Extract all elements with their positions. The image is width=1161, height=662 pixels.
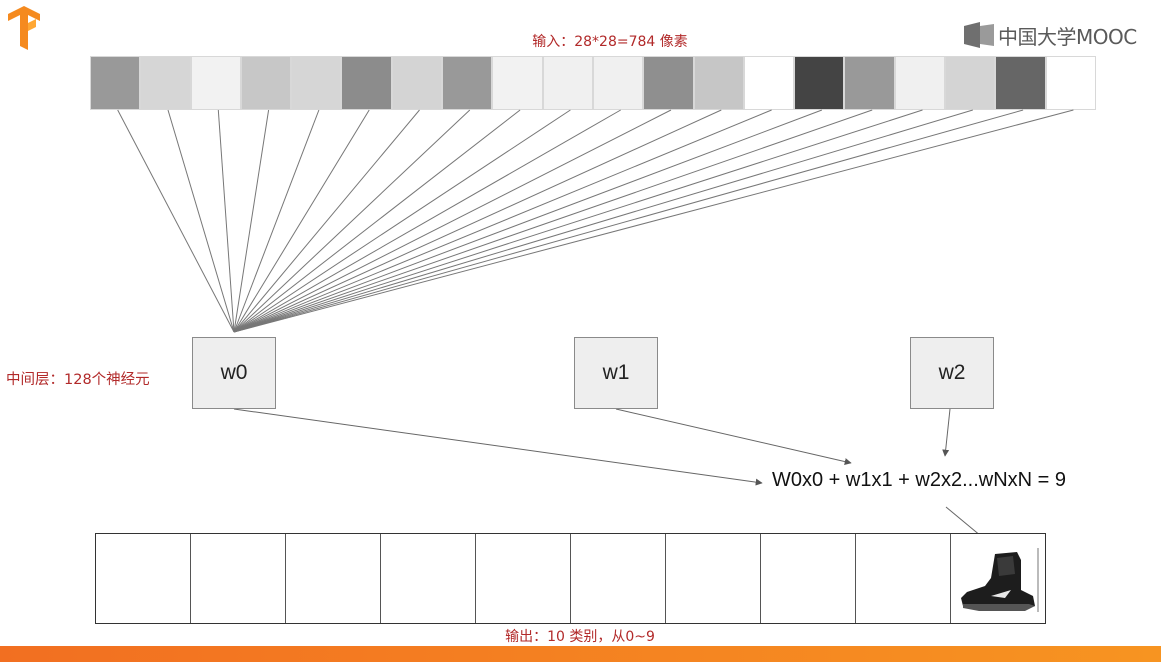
hidden-layer-label: 中间层：128个神经元 xyxy=(6,372,150,388)
input-pixel-11 xyxy=(643,56,694,110)
mooc-logo-icon xyxy=(964,22,994,48)
weighted-sum-formula: W0x0 + w1x1 + w2x2...wNxN = 9 xyxy=(772,469,1067,491)
ankle-boot-image xyxy=(955,540,1041,620)
input-pixel-17 xyxy=(945,56,996,110)
input-pixel-15 xyxy=(844,56,895,110)
fan-line-16 xyxy=(233,109,923,333)
fan-line-5 xyxy=(233,109,370,333)
output-strip xyxy=(95,533,1046,624)
fan-line-15 xyxy=(233,109,873,333)
fan-line-19 xyxy=(233,109,1074,333)
fan-line-7 xyxy=(233,109,471,333)
output-cell-5 xyxy=(571,534,666,623)
fan-line-8 xyxy=(233,109,521,333)
w2-to-formula-arrow xyxy=(942,408,951,457)
output-cell-1 xyxy=(191,534,286,623)
input-pixel-13 xyxy=(743,56,795,110)
fan-line-0 xyxy=(117,109,235,333)
input-pixel-7 xyxy=(442,56,493,110)
fan-line-18 xyxy=(233,109,1024,333)
neuron-w1: w1 xyxy=(574,337,658,409)
tensorflow-logo-icon xyxy=(8,6,40,50)
input-pixel-6 xyxy=(391,56,443,110)
input-pixel-strip xyxy=(90,56,1096,110)
input-pixel-2 xyxy=(190,56,241,110)
fan-line-1 xyxy=(167,109,235,333)
output-cell-6 xyxy=(666,534,761,623)
input-pixel-8 xyxy=(492,56,543,110)
w1-to-formula-arrow xyxy=(615,408,852,466)
input-pixel-19 xyxy=(1045,56,1096,110)
input-layer-title: 输入：28*28=784 像素 xyxy=(532,34,688,50)
fan-line-4 xyxy=(233,109,320,333)
fan-line-2 xyxy=(217,109,235,333)
input-pixel-3 xyxy=(240,56,292,110)
input-pixel-5 xyxy=(341,56,392,110)
fan-line-11 xyxy=(233,109,672,333)
bottom-accent-bar xyxy=(0,646,1161,662)
input-pixel-18 xyxy=(995,56,1046,110)
fan-line-13 xyxy=(233,109,772,333)
output-cell-0 xyxy=(96,534,191,623)
fan-line-10 xyxy=(233,109,621,333)
fan-line-14 xyxy=(233,109,823,333)
output-cell-7 xyxy=(761,534,856,623)
neuron-w2: w2 xyxy=(910,337,994,409)
fan-line-6 xyxy=(233,109,420,333)
input-pixel-1 xyxy=(140,56,191,110)
brand-text: 中国大学MOOC xyxy=(998,24,1137,49)
fan-line-9 xyxy=(233,109,571,333)
output-cell-2 xyxy=(286,534,381,623)
fan-line-17 xyxy=(233,109,973,333)
fan-line-3 xyxy=(233,109,270,333)
input-pixel-12 xyxy=(693,56,744,110)
output-cell-3 xyxy=(381,534,476,623)
input-pixel-10 xyxy=(592,56,644,110)
output-layer-caption: 输出：10 类别，从0~9 xyxy=(505,629,655,645)
input-to-neuron-lines xyxy=(117,109,1074,333)
output-cell-8 xyxy=(856,534,951,623)
input-pixel-0 xyxy=(90,56,141,110)
input-pixel-4 xyxy=(291,56,342,110)
w0-to-formula-arrow xyxy=(233,408,763,486)
output-cell-4 xyxy=(476,534,571,623)
fan-line-12 xyxy=(233,109,722,333)
neuron-w0: w0 xyxy=(192,337,276,409)
mooc-logo: 中国大学MOOC xyxy=(962,20,1137,50)
output-cell-9 xyxy=(951,534,1045,623)
input-pixel-9 xyxy=(542,56,593,110)
input-pixel-14 xyxy=(794,56,845,110)
input-pixel-16 xyxy=(894,56,946,110)
